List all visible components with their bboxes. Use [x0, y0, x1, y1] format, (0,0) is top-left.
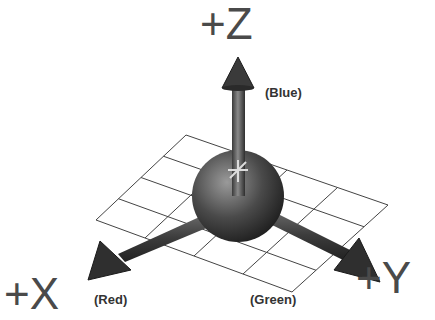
pivot-widget	[228, 160, 248, 182]
axis-name: +Y	[356, 256, 411, 300]
axis-color: (Red)	[94, 293, 127, 306]
z-axis-arrow	[222, 57, 254, 196]
axis-color: (Blue)	[265, 86, 302, 99]
x-axis-arrow	[88, 214, 216, 280]
axis-name: +X	[4, 272, 59, 316]
axis-color: (Green)	[250, 293, 296, 306]
axis-name: +Z	[200, 2, 253, 46]
